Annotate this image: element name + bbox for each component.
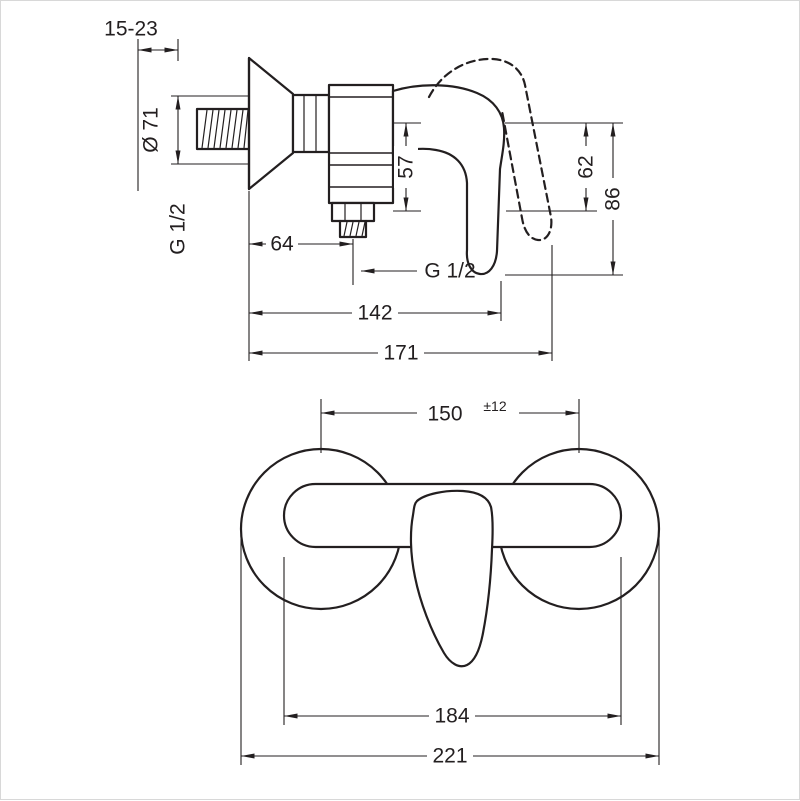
inlet-pipe-outline xyxy=(195,107,251,151)
dim-total-width-extensions xyxy=(240,535,660,765)
dim-body-width-label: 184 xyxy=(434,705,469,728)
dim-total-reach-label: 171 xyxy=(383,342,418,365)
valve-body xyxy=(327,83,395,205)
outlet-thread-label: G 1/2 xyxy=(424,260,475,283)
valve-body-outline xyxy=(327,83,395,205)
outlet-thread-hatching xyxy=(343,221,366,237)
dim-centers-distance: 150 ±12 xyxy=(320,398,580,453)
dim-wall-range: 15-23 xyxy=(104,18,179,191)
handle-lever xyxy=(391,84,506,276)
dim-handle-height-label: 62 xyxy=(575,155,598,178)
dim-handle-height: 62 xyxy=(505,122,623,212)
dim-handle-reach: 142 xyxy=(249,281,502,325)
dim-total-width-mask xyxy=(427,745,473,767)
dim-handle-reach-mask xyxy=(352,302,398,324)
hose-outlet xyxy=(330,201,376,239)
escutcheon-outline xyxy=(247,56,295,191)
hex-adapter-facets xyxy=(303,95,317,152)
dim-flange-diameter-label: Ø 71 xyxy=(140,107,163,153)
dim-outlet-offset-mask xyxy=(266,234,298,254)
handle-lever-open-dashed xyxy=(427,57,553,242)
side-view xyxy=(195,56,553,276)
handle-front xyxy=(409,489,494,668)
outlet-thread-callout: G 1/2 xyxy=(361,260,476,283)
inlet-pipe xyxy=(195,107,251,151)
dim-body-width-mask xyxy=(429,705,475,727)
dim-flange-diameter: Ø 71 xyxy=(140,95,248,165)
dim-total-width-label: 221 xyxy=(432,745,467,768)
dim-outlet-offset-label: 64 xyxy=(270,233,294,256)
dim-total-reach-mask xyxy=(378,342,424,364)
dim-body-width-extensions xyxy=(283,557,622,725)
front-view-dimensions: 150 ±12 184 221 xyxy=(240,398,660,768)
dim-handle-reach-label: 142 xyxy=(357,302,392,325)
dim-handle-height-mask xyxy=(575,146,597,188)
outlet-nut-facets xyxy=(344,203,362,221)
outlet-thread-outline xyxy=(338,219,368,239)
dim-outlet-offset-extensions xyxy=(248,191,354,361)
dim-cartridge-height-label: 57 xyxy=(395,155,418,178)
dim-total-height-label: 86 xyxy=(602,187,625,210)
dim-centers-extensions xyxy=(320,399,580,453)
dim-wall-range-label: 15-23 xyxy=(104,18,158,41)
outlet-nut xyxy=(330,201,376,223)
hex-adapter xyxy=(291,93,331,154)
dim-body-width: 184 xyxy=(283,557,622,728)
dim-flange-diameter-extensions xyxy=(171,95,248,165)
inlet-thread-label: G 1/2 xyxy=(167,203,190,254)
dim-total-height: 86 xyxy=(505,123,625,276)
valve-body-section-lines xyxy=(329,96,393,188)
dim-total-height-mask xyxy=(602,178,624,220)
inlet-thread-hatching xyxy=(201,109,249,149)
dim-total-reach: 171 xyxy=(249,245,553,365)
dim-outlet-offset: 64 xyxy=(248,191,354,361)
side-view-dimensions: 15-23 Ø 71 G 1/2 57 64 G 1/2 xyxy=(104,18,624,365)
escutcheon-cone xyxy=(247,56,295,191)
dim-cartridge-height: 57 xyxy=(393,122,421,212)
dim-centers-label: 150 xyxy=(427,403,462,426)
dim-cartridge-height-mask xyxy=(394,146,418,188)
dim-handle-height-extensions xyxy=(505,122,623,212)
dim-centers-mask xyxy=(417,399,519,426)
dim-centers-tolerance-label: ±12 xyxy=(483,398,506,414)
front-view xyxy=(239,447,661,668)
hex-adapter-outline xyxy=(291,93,331,154)
dim-total-width: 221 xyxy=(240,535,660,768)
